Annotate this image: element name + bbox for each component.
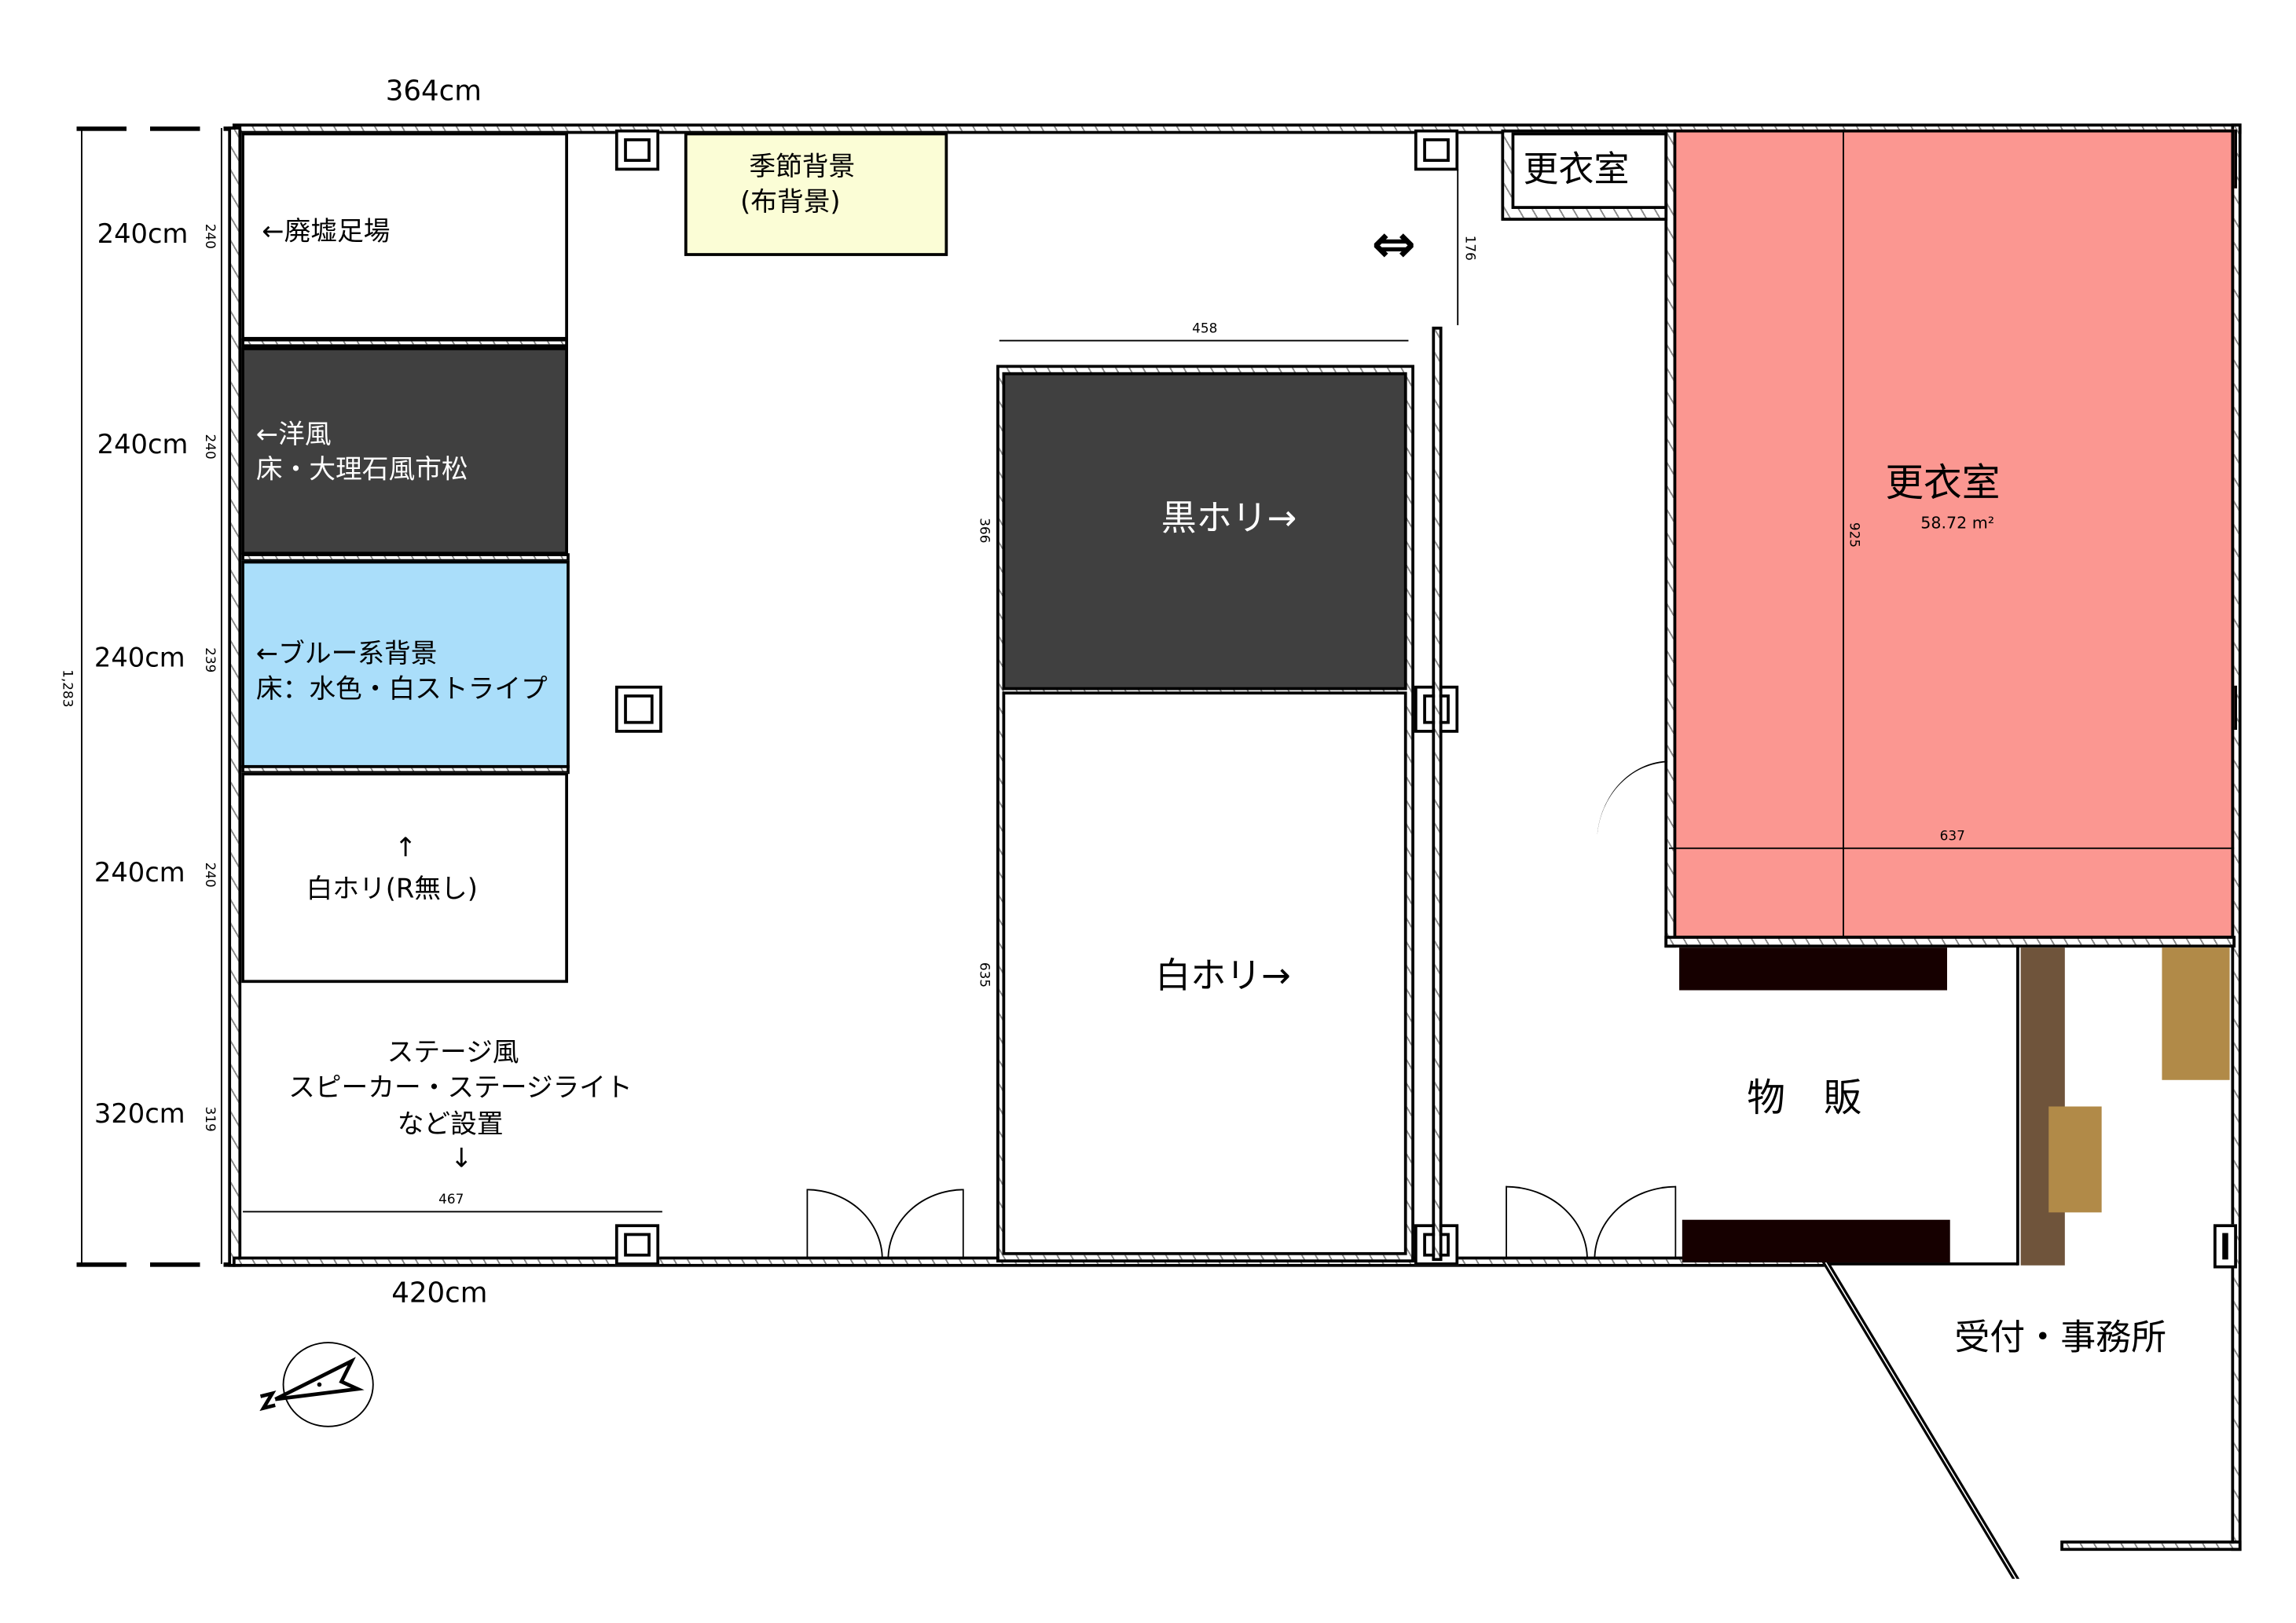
stage-line3: など設置	[397, 1109, 504, 1141]
dressing-room-bottom-wall	[1664, 936, 2236, 948]
dressing-room-width-dim-line	[1668, 847, 2235, 849]
stage-arrow: ↓	[450, 1143, 473, 1174]
dim-row2-small: 240	[201, 434, 217, 460]
set-haikyo[interactable]: ←廃墟足場	[241, 132, 568, 340]
wall-merch-bottom	[1829, 1262, 2018, 1266]
dim-row2: 240cm	[97, 429, 189, 461]
door-left-1[interactable]	[806, 1189, 883, 1260]
small-dressing-room-label: 更衣室	[1523, 148, 1630, 190]
wall-reception-bottom	[2060, 1541, 2242, 1552]
white-horizont-label: 白ホリ→	[1155, 954, 1291, 997]
double-arrow-icon: ⇔	[1371, 214, 1417, 276]
dim-row5-small: 319	[201, 1106, 217, 1132]
dressing-room-height-dim-line	[1842, 129, 1844, 939]
set-western[interactable]: ←洋風 床・大理石風市松	[241, 347, 568, 555]
passage-dim-line	[1457, 169, 1459, 325]
partition-wall	[1432, 326, 1443, 1262]
set-white-no-r-arrow: ↑	[394, 833, 417, 864]
stage-dimension: 467	[438, 1193, 464, 1208]
seasonal-backdrop-line1: 季節背景	[749, 151, 856, 183]
shelf-light-1	[2048, 1106, 2102, 1213]
left-dim-line	[220, 127, 222, 1264]
merch-counter-top	[1679, 947, 1947, 991]
small-dressing-room[interactable]: 更衣室	[1511, 132, 1668, 209]
bottom-width-dimension: 420cm	[391, 1277, 488, 1310]
compass-icon	[259, 1342, 374, 1427]
door-right-2[interactable]	[1594, 1185, 1677, 1260]
pillar	[1414, 129, 1459, 171]
set-white-no-r[interactable]: ↑ 白ホリ(R無し)	[241, 772, 568, 984]
wall-left	[228, 126, 242, 1267]
dim-row1: 240cm	[97, 219, 189, 251]
pillar	[614, 685, 662, 733]
door-left-2[interactable]	[887, 1189, 964, 1260]
white-horizont[interactable]: 白ホリ→	[1002, 691, 1407, 1255]
set-western-line2: 床・大理石風市松	[255, 454, 468, 486]
stage-dim-line	[243, 1211, 662, 1213]
wall-reception-diagonal	[1821, 1262, 2020, 1579]
divider-2	[241, 553, 570, 562]
wall-merch-right	[2016, 941, 2019, 1266]
total-height-line	[81, 127, 83, 1264]
black-horizont-height-dimension: 366	[975, 518, 991, 544]
dressing-room-width-dimension: 637	[1939, 830, 1965, 845]
horizont-width-dimension: 458	[1192, 322, 1218, 337]
dressing-room-height-dimension: 925	[1845, 522, 1861, 548]
dressing-room-label: 更衣室	[1885, 462, 2001, 507]
set-blue[interactable]: ←ブルー系背景 床：水色・白ストライプ	[241, 560, 570, 768]
merch-counter-bottom	[1682, 1219, 1950, 1263]
dressing-room-area: 58.72 m²	[1920, 513, 1995, 533]
pillar	[2213, 1224, 2237, 1269]
passage-dimension: 176	[1461, 235, 1476, 261]
divider-1	[241, 338, 568, 348]
dim-row1-small: 240	[201, 223, 217, 249]
dashed-extension-top	[76, 126, 236, 131]
black-horizont-label: 黒ホリ→	[1161, 497, 1297, 539]
set-blue-line2: 床：水色・白ストライプ	[255, 673, 548, 705]
dashed-extension-bottom	[76, 1262, 236, 1267]
dressing-room-door[interactable]	[1597, 760, 1671, 844]
door-right-1[interactable]	[1506, 1185, 1588, 1260]
dim-row3: 240cm	[94, 643, 185, 674]
pillar	[614, 1224, 660, 1266]
black-horizont[interactable]: 黒ホリ→	[1002, 372, 1407, 691]
seasonal-backdrop-line2: (布背景)	[740, 186, 841, 218]
seasonal-backdrop[interactable]: 季節背景 (布背景)	[684, 132, 948, 256]
dressing-room[interactable]: 更衣室 58.72 m²	[1673, 129, 2235, 939]
dim-row4-small: 240	[201, 862, 217, 888]
pillar	[614, 129, 660, 171]
set-white-no-r-label: 白ホリ(R無し)	[306, 874, 478, 905]
reception-label: 受付・事務所	[1954, 1317, 2167, 1358]
horizont-width-dim-line	[999, 339, 1409, 342]
set-western-line1: ←洋風	[255, 419, 332, 451]
divider-3	[241, 764, 570, 775]
total-height-dimension: 1,283	[58, 669, 74, 708]
stage-line2: スピーカー・ステージライト	[288, 1072, 633, 1104]
dim-row5: 320cm	[94, 1099, 185, 1130]
set-haikyo-label: ←廃墟足場	[262, 216, 391, 247]
dim-row4: 240cm	[94, 857, 185, 889]
top-width-dimension: 364cm	[385, 75, 482, 108]
shelf-light-2	[2162, 947, 2230, 1080]
stage-line1: ステージ風	[387, 1037, 519, 1068]
merch-label: 物 販	[1747, 1077, 1862, 1122]
set-blue-line1: ←ブルー系背景	[255, 638, 438, 670]
white-horizont-height-dimension: 635	[975, 962, 991, 988]
dim-row3-small: 239	[201, 647, 217, 673]
